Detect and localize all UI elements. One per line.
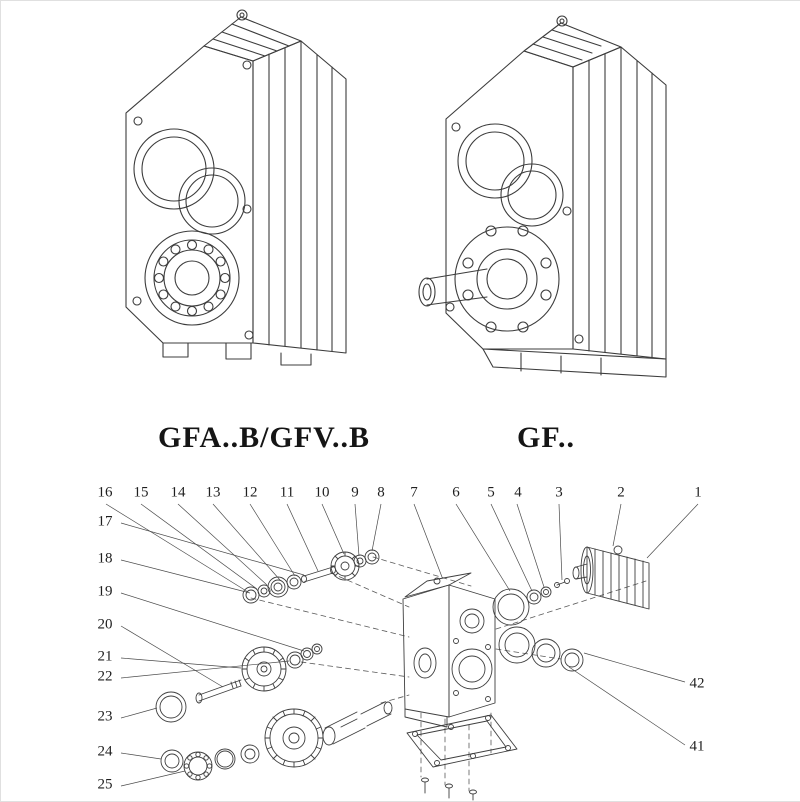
parts-intermediate-gear xyxy=(155,643,323,723)
drawing-gf xyxy=(418,15,667,378)
callout-11: 11 xyxy=(279,484,295,501)
callout-17: 17 xyxy=(97,513,113,530)
part-housing xyxy=(402,572,496,728)
model-label-gfab-gfvb: GFA..B/GFV..B xyxy=(158,421,370,454)
callout-19: 19 xyxy=(97,583,113,600)
callout-25: 25 xyxy=(97,776,113,793)
callout-6: 6 xyxy=(452,484,460,501)
callout-10: 10 xyxy=(314,484,330,501)
callout-21: 21 xyxy=(97,648,113,665)
callout-3: 3 xyxy=(555,484,563,501)
callout-5: 5 xyxy=(487,484,495,501)
callout-13: 13 xyxy=(205,484,221,501)
callout-23: 23 xyxy=(97,708,113,725)
parts-cover-plate xyxy=(406,714,518,801)
callout-8: 8 xyxy=(377,484,385,501)
callout-1: 1 xyxy=(694,484,702,501)
callout-24: 24 xyxy=(97,743,113,760)
callout-42: 42 xyxy=(689,675,705,692)
callout-16: 16 xyxy=(97,484,113,501)
parts-output-train xyxy=(160,701,393,781)
parts-motor-side xyxy=(492,545,650,672)
callout-22: 22 xyxy=(97,668,113,685)
callout-12: 12 xyxy=(242,484,258,501)
callout-7: 7 xyxy=(410,484,418,501)
drawing-gfab-gfvb xyxy=(125,9,347,366)
callout-41: 41 xyxy=(689,738,705,755)
callout-9: 9 xyxy=(351,484,359,501)
leader-lines xyxy=(105,503,699,787)
callout-2: 2 xyxy=(617,484,625,501)
alignment-dashed-lines xyxy=(250,556,647,792)
callout-4: 4 xyxy=(514,484,522,501)
callout-18: 18 xyxy=(97,550,113,567)
exploded-diagram xyxy=(155,545,650,801)
callout-14: 14 xyxy=(170,484,186,501)
callout-20: 20 xyxy=(97,616,113,633)
callout-15: 15 xyxy=(133,484,149,501)
model-label-gf: GF.. xyxy=(517,421,575,454)
parts-input-train xyxy=(242,549,380,604)
